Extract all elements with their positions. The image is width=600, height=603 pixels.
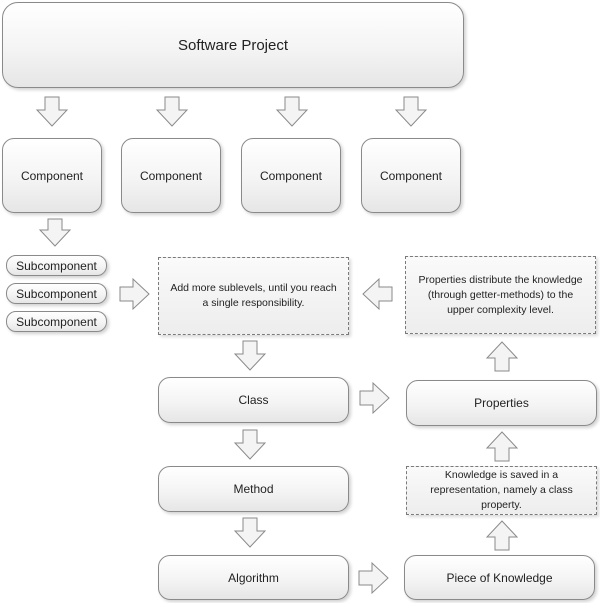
down-arrow-icon bbox=[233, 517, 267, 548]
knowledge-note: Knowledge is saved in a representation, … bbox=[406, 466, 597, 515]
down-arrow-icon bbox=[38, 218, 72, 247]
component-box: Component bbox=[361, 138, 461, 213]
right-arrow-icon bbox=[359, 381, 390, 415]
subcomponent-label: Subcomponent bbox=[16, 258, 97, 273]
subcomponent-label: Subcomponent bbox=[16, 314, 97, 329]
down-arrow-icon bbox=[35, 96, 69, 127]
properties-label: Properties bbox=[474, 396, 529, 410]
right-arrow-icon bbox=[358, 561, 389, 595]
up-arrow-icon bbox=[485, 431, 519, 462]
down-arrow-icon bbox=[155, 96, 189, 127]
properties-note-text: Properties distribute the knowledge (thr… bbox=[418, 273, 583, 316]
algorithm-label: Algorithm bbox=[228, 570, 279, 585]
properties-box: Properties bbox=[406, 380, 597, 426]
piece-of-knowledge-box: Piece of Knowledge bbox=[404, 555, 595, 600]
sublevels-note-text: Add more sublevels, until you reach a si… bbox=[170, 282, 337, 309]
component-label: Component bbox=[139, 168, 203, 183]
down-arrow-icon bbox=[394, 96, 428, 127]
sublevels-note: Add more sublevels, until you reach a si… bbox=[158, 257, 349, 335]
component-label: Component bbox=[259, 168, 323, 183]
up-arrow-icon bbox=[485, 341, 519, 372]
properties-note: Properties distribute the knowledge (thr… bbox=[405, 256, 596, 334]
left-arrow-icon bbox=[362, 277, 393, 311]
down-arrow-icon bbox=[233, 340, 267, 371]
component-label: Component bbox=[20, 168, 84, 183]
subcomponent-box: Subcomponent bbox=[6, 255, 107, 276]
right-arrow-icon bbox=[119, 277, 150, 311]
software-project-box: Software Project bbox=[2, 2, 464, 88]
method-label: Method bbox=[233, 482, 274, 496]
knowledge-note-text: Knowledge is saved in a representation, … bbox=[430, 469, 573, 511]
class-box: Class bbox=[158, 377, 349, 423]
down-arrow-icon bbox=[275, 96, 309, 127]
component-label: Component bbox=[379, 168, 443, 183]
component-box: Component bbox=[121, 138, 221, 213]
subcomponent-label: Subcomponent bbox=[16, 286, 97, 301]
piece-of-knowledge-label: Piece of Knowledge bbox=[446, 570, 553, 585]
component-box: Component bbox=[2, 138, 102, 213]
subcomponent-box: Subcomponent bbox=[6, 283, 107, 304]
software-project-label: Software Project bbox=[177, 36, 289, 54]
subcomponent-box: Subcomponent bbox=[6, 311, 107, 332]
down-arrow-icon bbox=[233, 429, 267, 460]
up-arrow-icon bbox=[485, 520, 519, 551]
algorithm-box: Algorithm bbox=[158, 555, 349, 600]
method-box: Method bbox=[158, 466, 349, 512]
class-label: Class bbox=[238, 393, 269, 407]
component-box: Component bbox=[241, 138, 341, 213]
